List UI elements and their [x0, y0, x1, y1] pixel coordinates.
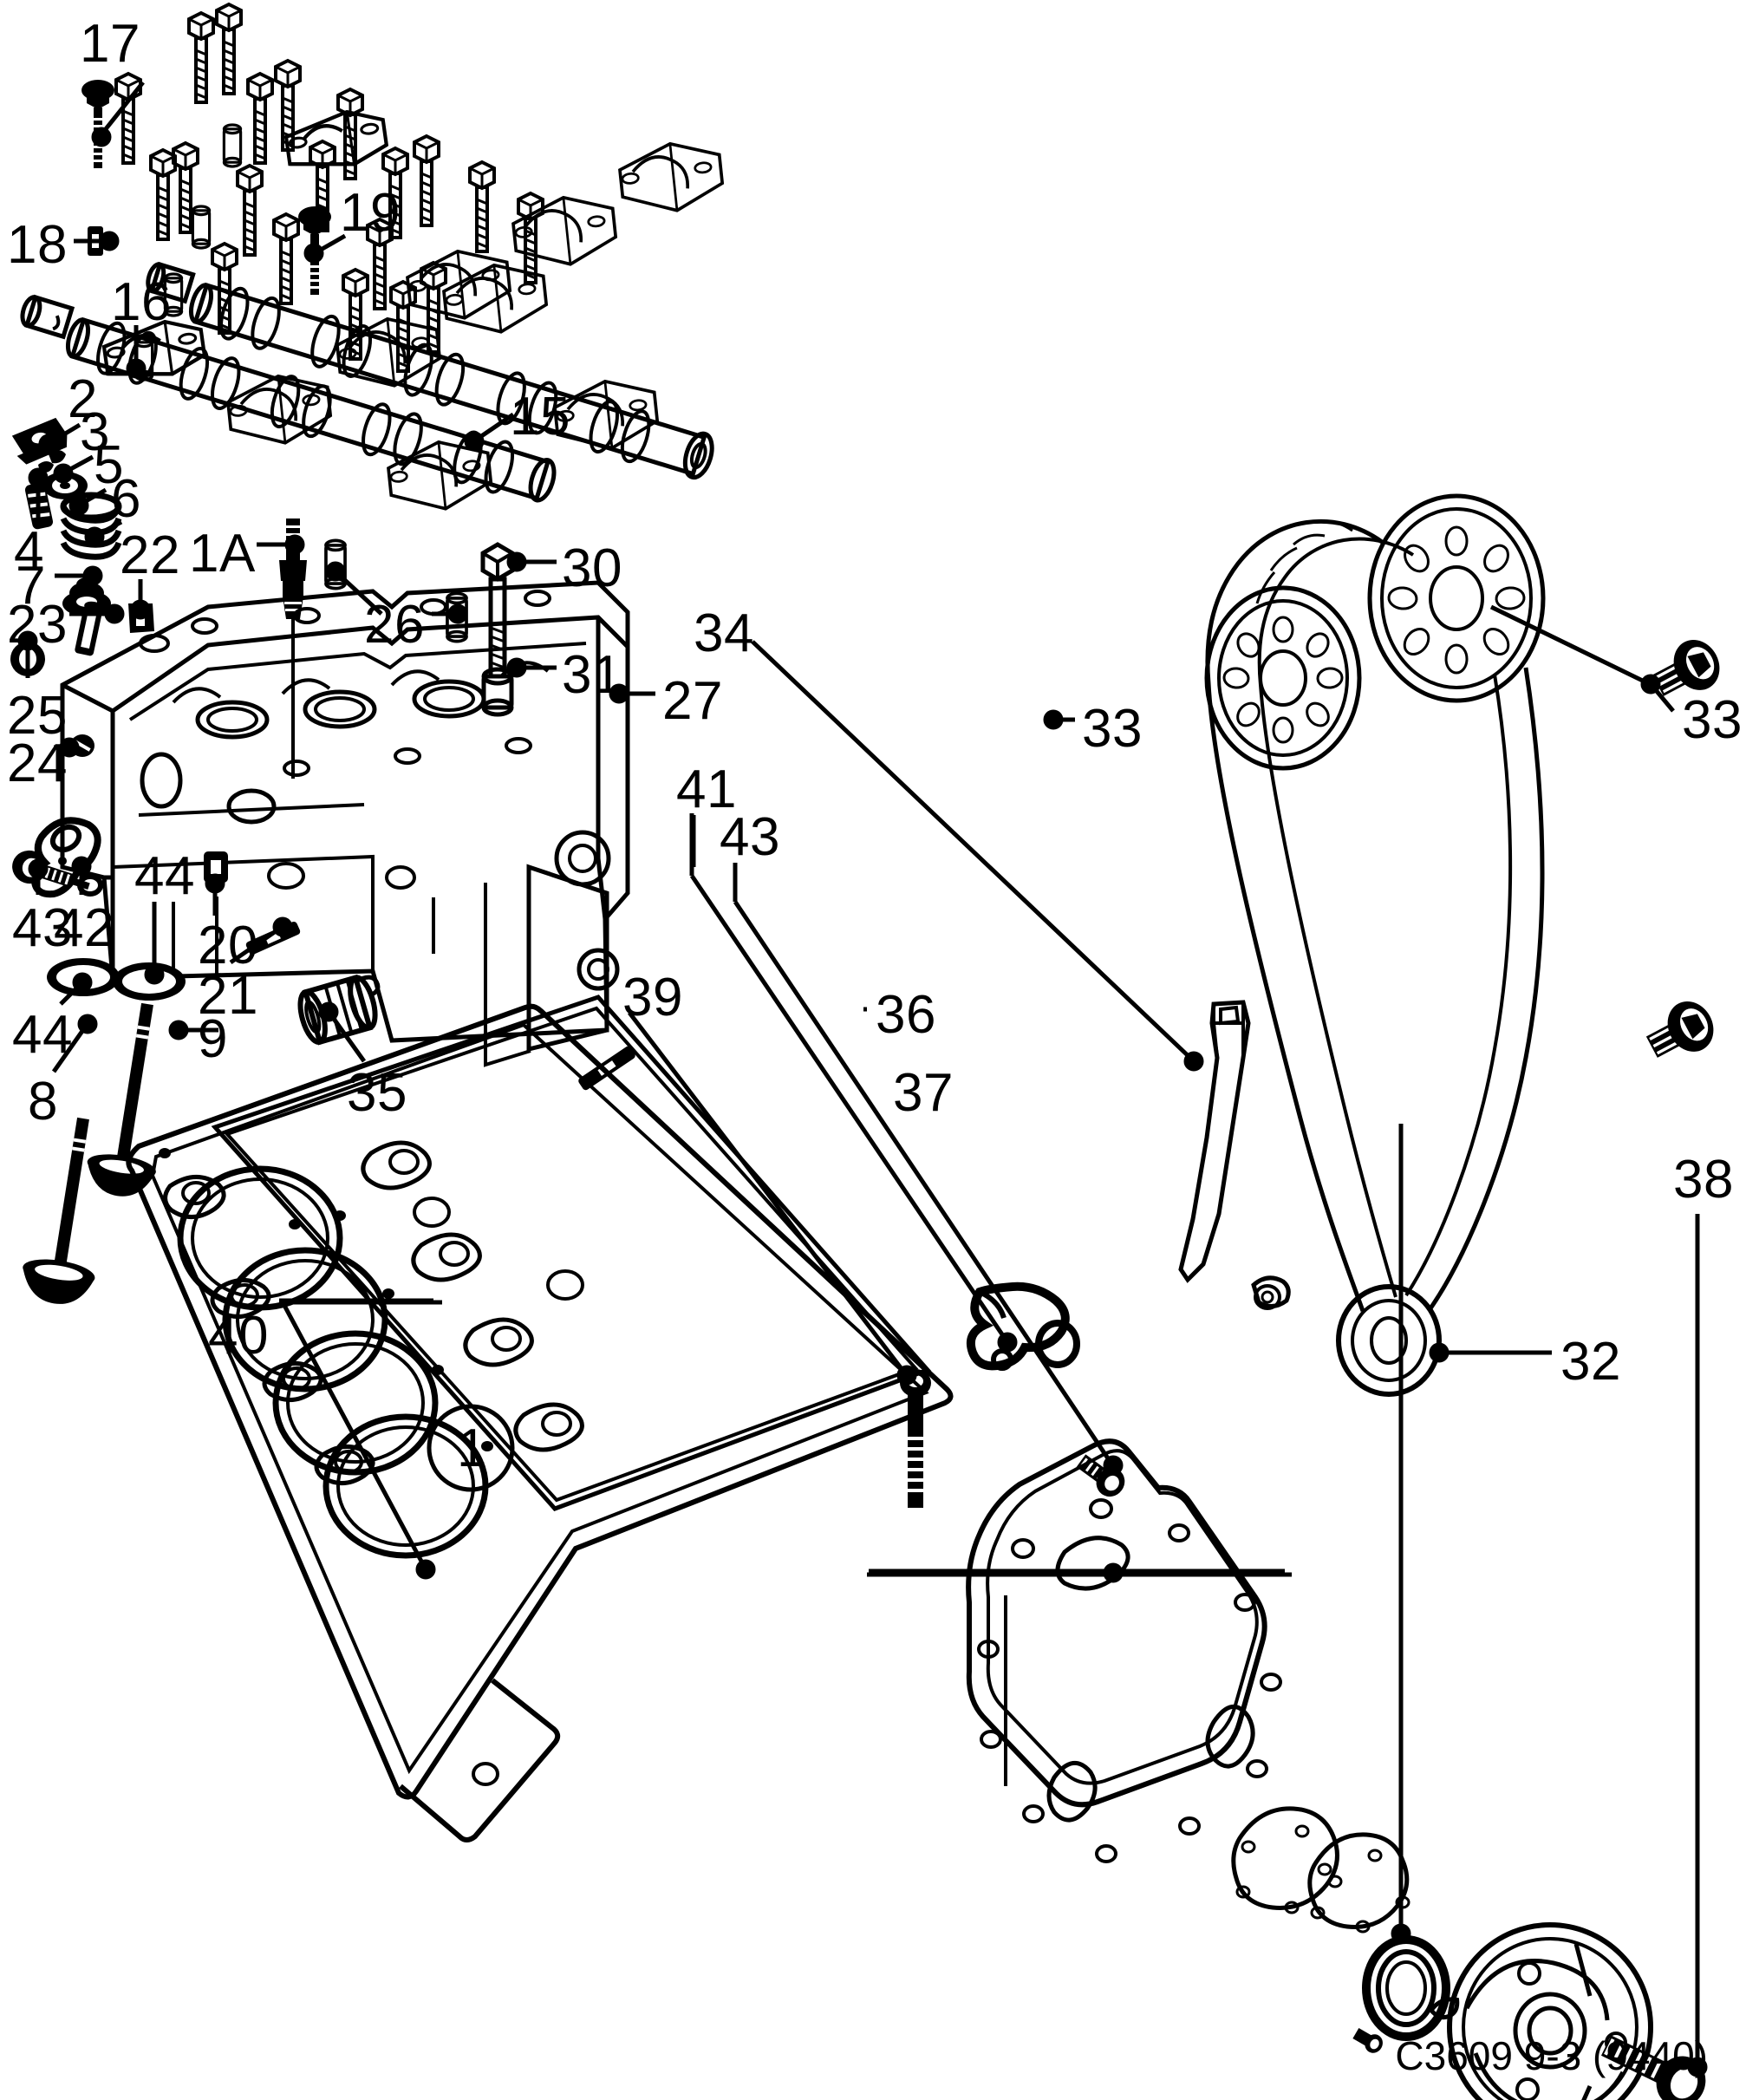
- callout-38: 38: [1673, 1150, 1734, 1210]
- leader-36: [1103, 1562, 1283, 1583]
- callout-15: 15: [510, 387, 570, 447]
- leader-38: [1687, 1214, 1708, 2077]
- spark-plug-1A: [279, 518, 307, 779]
- callout-39: 39: [622, 968, 683, 1027]
- callout-33-lower: 33: [1082, 699, 1143, 759]
- callout-8: 8: [28, 1072, 58, 1132]
- head-bolt-washer-31: [481, 667, 514, 717]
- callout-5: 5: [94, 435, 124, 495]
- callout-36: 36: [876, 985, 936, 1045]
- small-bolt-near-seal: [1352, 2027, 1383, 2053]
- callout-40: 40: [208, 1306, 269, 1366]
- timing-cover-plate: [1307, 1832, 1410, 1934]
- sprocket-bolt-33b: [1652, 639, 1720, 696]
- camshaft-cap-bolts-group: [81, 3, 544, 373]
- timing-chain-assembly: [1178, 493, 1546, 1397]
- callout-4: 4: [14, 521, 44, 581]
- crankshaft-pulley-38: [1447, 1922, 1653, 2100]
- callout-43-left: 43: [12, 898, 73, 958]
- callout-30: 30: [562, 538, 622, 598]
- crankshaft-pulley-bolt-38: [1600, 2035, 1706, 2100]
- diagram-caption: C3609 9-3 (9440): [1395, 2033, 1708, 2078]
- leader-40-final: [279, 1299, 436, 1580]
- callout-33: 33: [1682, 690, 1743, 750]
- valve-guide-23: [75, 601, 103, 656]
- head-gasket-body: [117, 1013, 975, 1805]
- callout-2: 2: [68, 369, 98, 429]
- callout-20: 20: [198, 916, 258, 975]
- callout-19: 19: [340, 183, 401, 243]
- timing-cover-36: [966, 1438, 1282, 1863]
- dowel-pin-27: [578, 1046, 635, 1091]
- cylinder-head-gasket: [126, 1003, 954, 1842]
- callout-31: 31: [562, 645, 622, 705]
- timing-cover-plate-gasket: [1231, 1806, 1343, 1914]
- assembly-callout-1: 1: [457, 1418, 487, 1478]
- callout-41: 41: [676, 760, 737, 819]
- callout-23: 23: [7, 595, 68, 655]
- callout-44-lower: 44: [12, 1005, 73, 1065]
- callout-37: 37: [893, 1063, 954, 1123]
- leader-40-real: [279, 1298, 433, 1303]
- callout-7: 7: [16, 556, 46, 616]
- callout-6: 6: [111, 469, 141, 529]
- crankshaft-front-seal-37: [1362, 1935, 1450, 2041]
- callout-42: 42: [54, 898, 114, 958]
- callout-34: 34: [694, 603, 754, 663]
- sprocket-bolt-33a: [1645, 1001, 1714, 1058]
- callout-35: 35: [347, 1063, 407, 1123]
- valve-exhaust-8: [23, 1117, 95, 1304]
- woodruff-key: [1428, 1997, 1460, 2020]
- callout-44: 44: [134, 846, 195, 906]
- dowel-bush-20: [204, 851, 228, 883]
- camshaft-15-exhaust: [146, 261, 714, 480]
- camshaft-16-intake: [20, 294, 557, 503]
- callout-17: 17: [80, 14, 140, 74]
- callout-18: 18: [7, 215, 68, 275]
- callout-25: 25: [7, 686, 68, 746]
- callout-22: 22: [120, 525, 180, 585]
- callout-24: 24: [7, 734, 68, 793]
- callout-16: 16: [111, 272, 172, 332]
- callout-26: 26: [364, 595, 425, 655]
- chain-tensioner-shoe-41: [966, 1282, 1080, 1371]
- callout-27: 27: [662, 671, 723, 731]
- callout-32: 32: [1560, 1332, 1621, 1392]
- callout-9: 9: [198, 1009, 228, 1069]
- timing-cover-bolt-39: [900, 1369, 931, 1508]
- callout-21: 21: [198, 966, 258, 1026]
- callout-3: 3: [80, 402, 110, 462]
- callout-43: 43: [720, 807, 780, 867]
- leader-40: [286, 1300, 442, 1305]
- callout-1A: 1A: [189, 524, 256, 584]
